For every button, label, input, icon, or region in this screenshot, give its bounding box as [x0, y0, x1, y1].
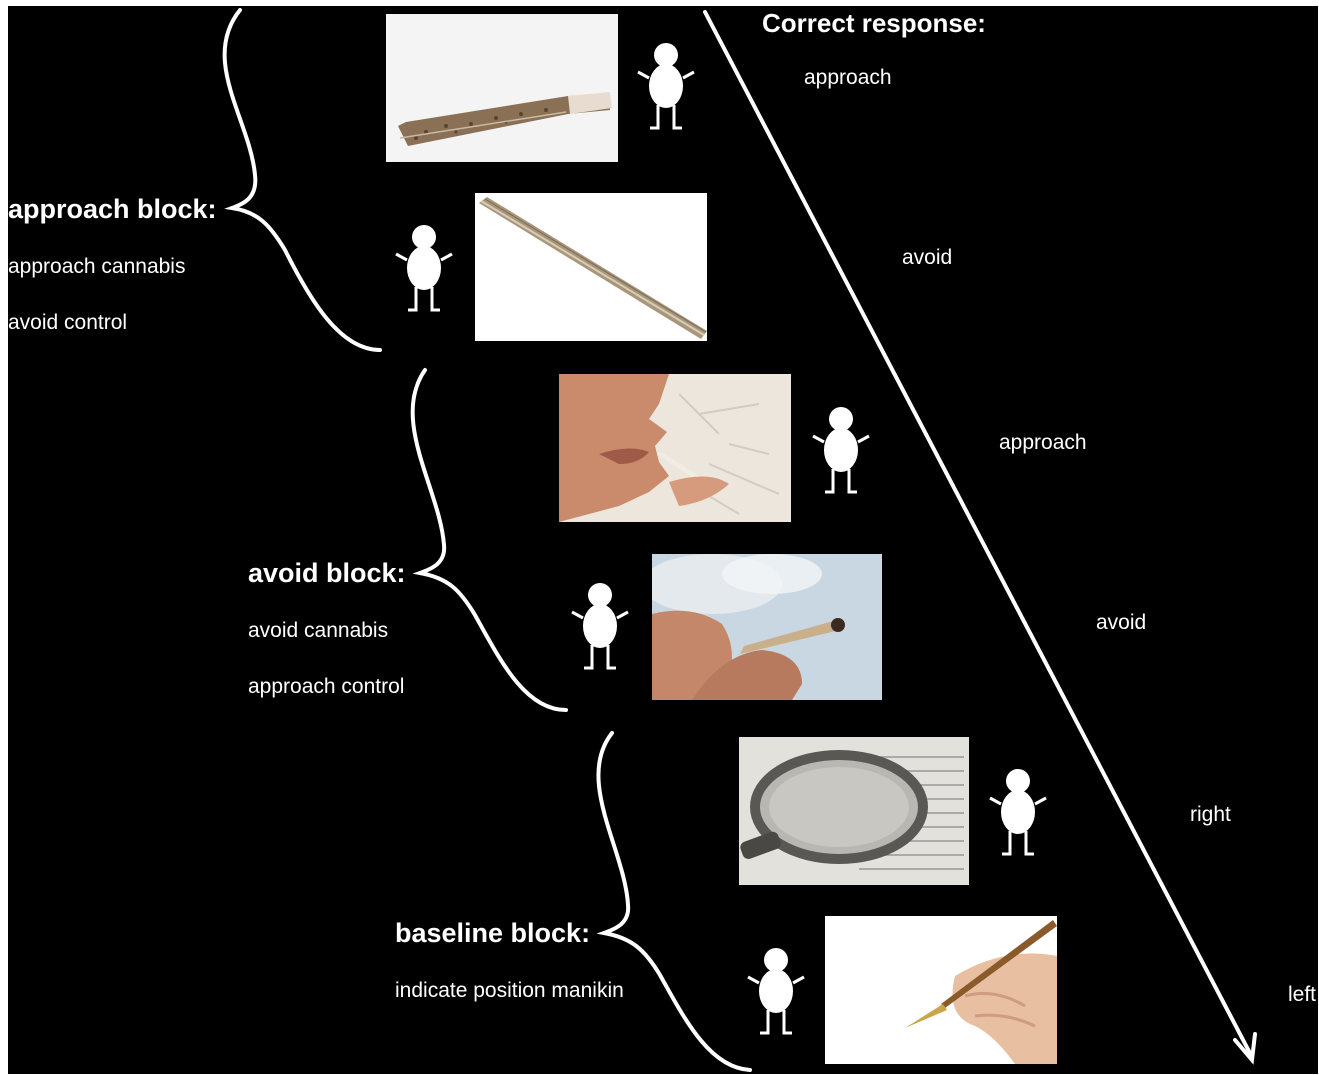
baseline-block-line-1: indicate position manikin [395, 980, 624, 1001]
baseline-block-title: baseline block: [395, 920, 590, 947]
manikin-icon [746, 947, 806, 1037]
correct-response-title: Correct response: [762, 10, 986, 36]
manikin-icon [394, 224, 454, 314]
manikin-icon [811, 406, 871, 496]
pencil-photo [475, 193, 707, 341]
fountain-pen-photo [825, 916, 1057, 1064]
approach-block-title: approach block: [8, 196, 217, 223]
approach-block-line-2: avoid control [8, 312, 127, 333]
avoid-block-title: avoid block: [248, 560, 406, 587]
response-label-5: right [1190, 804, 1231, 825]
manikin-icon [988, 768, 1048, 858]
avoid-block-line-2: approach control [248, 676, 404, 697]
response-label-2: avoid [902, 247, 952, 268]
magnifying-glass-photo [739, 737, 969, 885]
response-label-6: left [1288, 984, 1316, 1005]
hand-with-joint-photo [652, 554, 882, 700]
diagram-canvas: approach block: approach cannabis avoid … [8, 6, 1318, 1074]
response-label-1: approach [804, 67, 892, 88]
person-smoking-photo [559, 374, 791, 522]
approach-block-line-1: approach cannabis [8, 256, 185, 277]
joint-photo [386, 14, 618, 162]
manikin-icon [570, 582, 630, 672]
response-label-3: approach [999, 432, 1087, 453]
response-label-4: avoid [1096, 612, 1146, 633]
manikin-icon [636, 42, 696, 132]
avoid-block-line-1: avoid cannabis [248, 620, 388, 641]
